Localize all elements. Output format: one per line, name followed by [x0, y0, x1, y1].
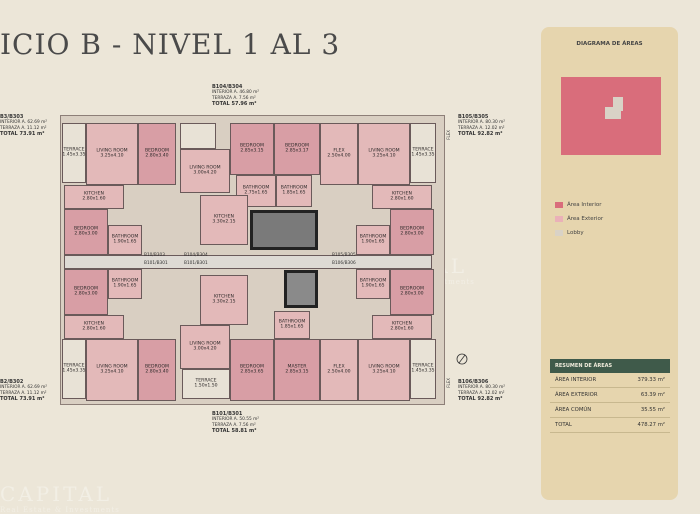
- legend-item: Área Interior: [555, 202, 603, 208]
- area-summary-table: RESUMEN DE ÁREAS ÁREA INTERIOR 379.33 m²…: [550, 359, 670, 433]
- stair-core-upper: [250, 210, 318, 250]
- summary-row: ÁREA INTERIOR 379.33 m²: [550, 373, 670, 388]
- watermark-sub: Real Estate & Investments: [0, 506, 120, 514]
- room-balcony-tc: [180, 123, 216, 149]
- summary-row: ÁREA COMÚN 35.55 m²: [550, 403, 670, 418]
- lobby-corridor: [64, 255, 432, 269]
- summary-header: RESUMEN DE ÁREAS: [550, 359, 670, 373]
- corridor-unit-label: B106/B306: [332, 261, 356, 266]
- flex-side-label-top: FLEX: [446, 130, 451, 140]
- unit-tag-bottom-center: B101/B301 INTERIOR A. 50.55 m² TERRAZA A…: [212, 411, 259, 435]
- corridor-unit-label: B10/B303: [144, 253, 166, 258]
- legend-label: Área Exterior: [567, 216, 604, 222]
- unit-tag-top-right: B105/B305 INTERIOR A. 80.30 m² TERRAZA A…: [458, 114, 505, 138]
- corridor-unit-label: B105/B305: [332, 253, 356, 258]
- summary-row: ÁREA EXTERIOR 63.39 m²: [550, 388, 670, 403]
- unit-tag-bottom-right: B106/B306 INTERIOR A. 80.30 m² TERRAZA A…: [458, 379, 505, 403]
- unit-tag-top-center: B104/B304 INTERIOR A. 46.80 m² TERRAZA A…: [212, 84, 259, 108]
- area-diagram-minimap: [561, 77, 661, 155]
- watermark-bottom: CAPITAL Real Estate & Investments: [0, 482, 120, 514]
- stair-core-lower: [284, 270, 318, 308]
- corridor-unit-label: B101/B301: [144, 261, 168, 266]
- flex-side-label-bottom: FLEX: [446, 378, 451, 388]
- unit-tag-top-left: B3/B303 INTERIOR A. 62.69 m² TERRAZA A. …: [0, 114, 47, 138]
- legend-swatch: [555, 230, 563, 236]
- minimap-lobby: [613, 97, 623, 111]
- page-title: ICIO B - NIVEL 1 AL 3: [0, 28, 341, 61]
- legend-swatch: [555, 202, 563, 208]
- panel-title: DIAGRAMA DE ÁREAS: [576, 41, 643, 47]
- legend-label: Área Interior: [567, 202, 602, 208]
- summary-row: TOTAL 478.27 m²: [550, 418, 670, 433]
- area-diagram-panel: DIAGRAMA DE ÁREAS Área Interior Área Ext…: [541, 27, 678, 500]
- legend-swatch: [555, 216, 563, 222]
- unit-tag-bottom-left: B2/B302 INTERIOR A. 62.69 m² TERRAZA A. …: [0, 379, 47, 403]
- corridor-unit-label: B101/B301: [184, 261, 208, 266]
- legend-item: Área Exterior: [555, 216, 603, 222]
- legend-item: Lobby: [555, 230, 603, 236]
- area-legend: Área Interior Área Exterior Lobby: [555, 202, 603, 244]
- legend-label: Lobby: [567, 230, 584, 236]
- corridor-unit-label: B104/B304: [184, 253, 208, 258]
- watermark-brand: CAPITAL: [0, 482, 113, 506]
- north-arrow-icon: [455, 352, 469, 366]
